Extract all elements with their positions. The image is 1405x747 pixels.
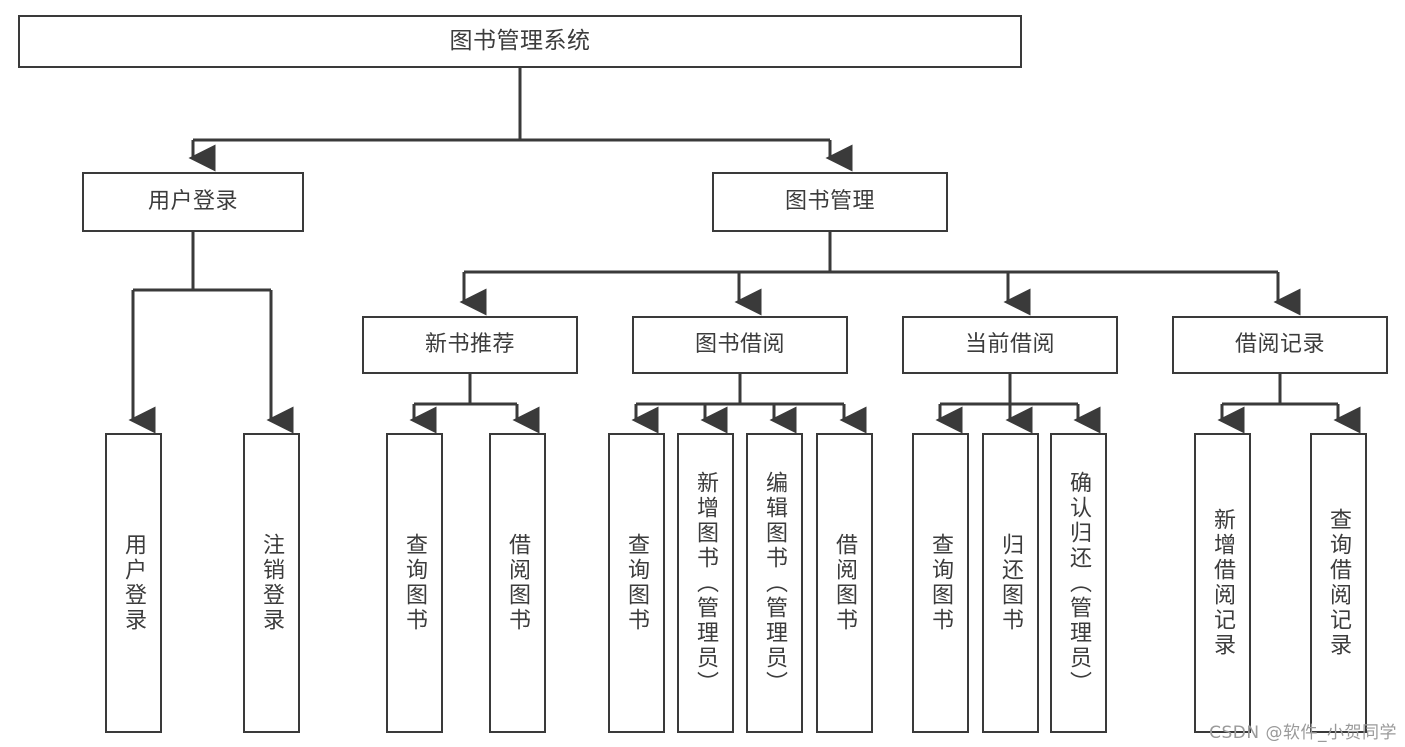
leaf-add-borrow-record[interactable]: 新增借阅记录 <box>1194 433 1251 733</box>
node-label: 归还图书 <box>998 533 1024 633</box>
node-label: 查询图书 <box>402 533 428 633</box>
leaf-query-book-borrow[interactable]: 查询图书 <box>608 433 665 733</box>
node-label: 查询图书 <box>624 533 650 633</box>
node-label: 新书推荐 <box>424 332 515 358</box>
node-label: 查询借阅记录 <box>1326 508 1352 658</box>
leaf-edit-book-admin[interactable]: 编辑图书（管理员） <box>746 433 803 733</box>
node-label: 借阅记录 <box>1234 332 1325 358</box>
node-label: 新增借阅记录 <box>1210 508 1236 658</box>
node-label: 用户登录 <box>147 189 238 215</box>
node-label: 查询图书 <box>928 533 954 633</box>
node-new-book-recommend[interactable]: 新书推荐 <box>362 316 578 374</box>
leaf-query-book-current[interactable]: 查询图书 <box>912 433 969 733</box>
node-borrow-record[interactable]: 借阅记录 <box>1172 316 1388 374</box>
leaf-query-borrow-record[interactable]: 查询借阅记录 <box>1310 433 1367 733</box>
leaf-query-book-recommend[interactable]: 查询图书 <box>386 433 443 733</box>
node-label: 注销登录 <box>259 533 285 633</box>
node-book-borrow[interactable]: 图书借阅 <box>632 316 848 374</box>
csdn-watermark: CSDN @软件_小贺同学 <box>1209 723 1397 743</box>
node-label: 图书管理 <box>784 189 875 215</box>
leaf-user-login[interactable]: 用户登录 <box>105 433 162 733</box>
node-label: 用户登录 <box>121 533 147 633</box>
node-label: 图书管理系统 <box>449 27 591 54</box>
node-label: 借阅图书 <box>505 533 531 633</box>
node-label: 新增图书（管理员） <box>693 470 719 696</box>
leaf-logout[interactable]: 注销登录 <box>243 433 300 733</box>
node-label: 借阅图书 <box>832 533 858 633</box>
node-book-management[interactable]: 图书管理 <box>712 172 948 232</box>
leaf-confirm-return-admin[interactable]: 确认归还（管理员） <box>1050 433 1107 733</box>
leaf-add-book-admin[interactable]: 新增图书（管理员） <box>677 433 734 733</box>
leaf-borrow-book-recommend[interactable]: 借阅图书 <box>489 433 546 733</box>
node-root-system[interactable]: 图书管理系统 <box>18 15 1022 68</box>
node-user-login[interactable]: 用户登录 <box>82 172 304 232</box>
node-label: 编辑图书（管理员） <box>762 470 788 696</box>
leaf-borrow-book[interactable]: 借阅图书 <box>816 433 873 733</box>
node-current-borrow[interactable]: 当前借阅 <box>902 316 1118 374</box>
node-label: 图书借阅 <box>694 332 785 358</box>
node-label: 确认归还（管理员） <box>1066 470 1092 696</box>
node-label: 当前借阅 <box>964 332 1055 358</box>
leaf-return-book[interactable]: 归还图书 <box>982 433 1039 733</box>
